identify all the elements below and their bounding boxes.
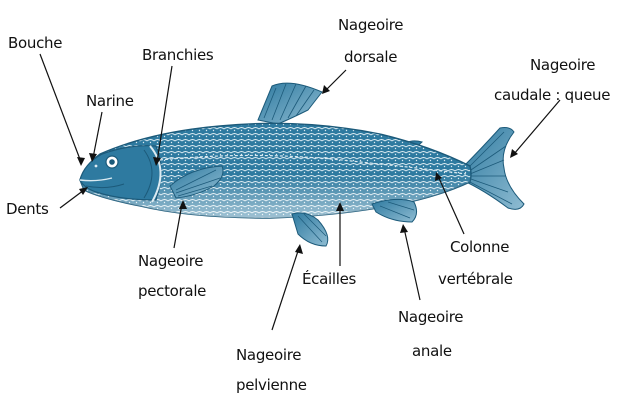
arrow-dorsale xyxy=(322,85,330,94)
label-narine: Narine xyxy=(86,92,134,110)
label-pectorale-line1: Nageoire xyxy=(138,252,203,270)
fish-illustration xyxy=(80,83,524,246)
leader-dorsale xyxy=(326,70,346,90)
caudal-fin-shape xyxy=(462,128,524,210)
label-bouche: Bouche xyxy=(8,34,62,52)
label-branchies: Branchies xyxy=(142,46,214,64)
label-pelvienne-line2: pelvienne xyxy=(236,376,307,394)
label-ecailles: Écailles xyxy=(302,269,357,288)
label-caudale-line2: caudale : queue xyxy=(494,86,610,104)
label-caudale-line1: Nageoire xyxy=(530,56,595,74)
label-colonne-line1: Colonne xyxy=(450,238,509,256)
anal-fin-shape xyxy=(372,199,417,222)
pelvic-fin-shape xyxy=(292,213,328,246)
label-dents: Dents xyxy=(6,200,49,218)
leader-anale xyxy=(404,228,420,300)
label-dorsale-line2: dorsale xyxy=(344,48,397,66)
label-colonne-line2: vertébrale xyxy=(438,270,513,288)
arrow-pelvienne xyxy=(295,244,303,254)
leader-bouche xyxy=(40,54,81,162)
nostril-shape xyxy=(95,165,98,168)
leader-pelvienne xyxy=(272,248,299,330)
arrow-anale xyxy=(400,224,408,233)
label-anale-line1: Nageoire xyxy=(398,308,463,326)
leader-caudale xyxy=(514,100,560,154)
arrow-bouche xyxy=(77,157,85,166)
label-anale-line2: anale xyxy=(412,342,452,360)
pupil-shape xyxy=(109,159,115,165)
label-dorsale-line1: Nageoire xyxy=(338,16,403,34)
dorsal-fin-shape xyxy=(258,83,322,124)
leader-narine xyxy=(93,112,102,158)
label-pelvienne-line1: Nageoire xyxy=(236,346,301,364)
label-pectorale-line2: pectorale xyxy=(138,282,206,300)
leader-dents xyxy=(60,190,84,208)
